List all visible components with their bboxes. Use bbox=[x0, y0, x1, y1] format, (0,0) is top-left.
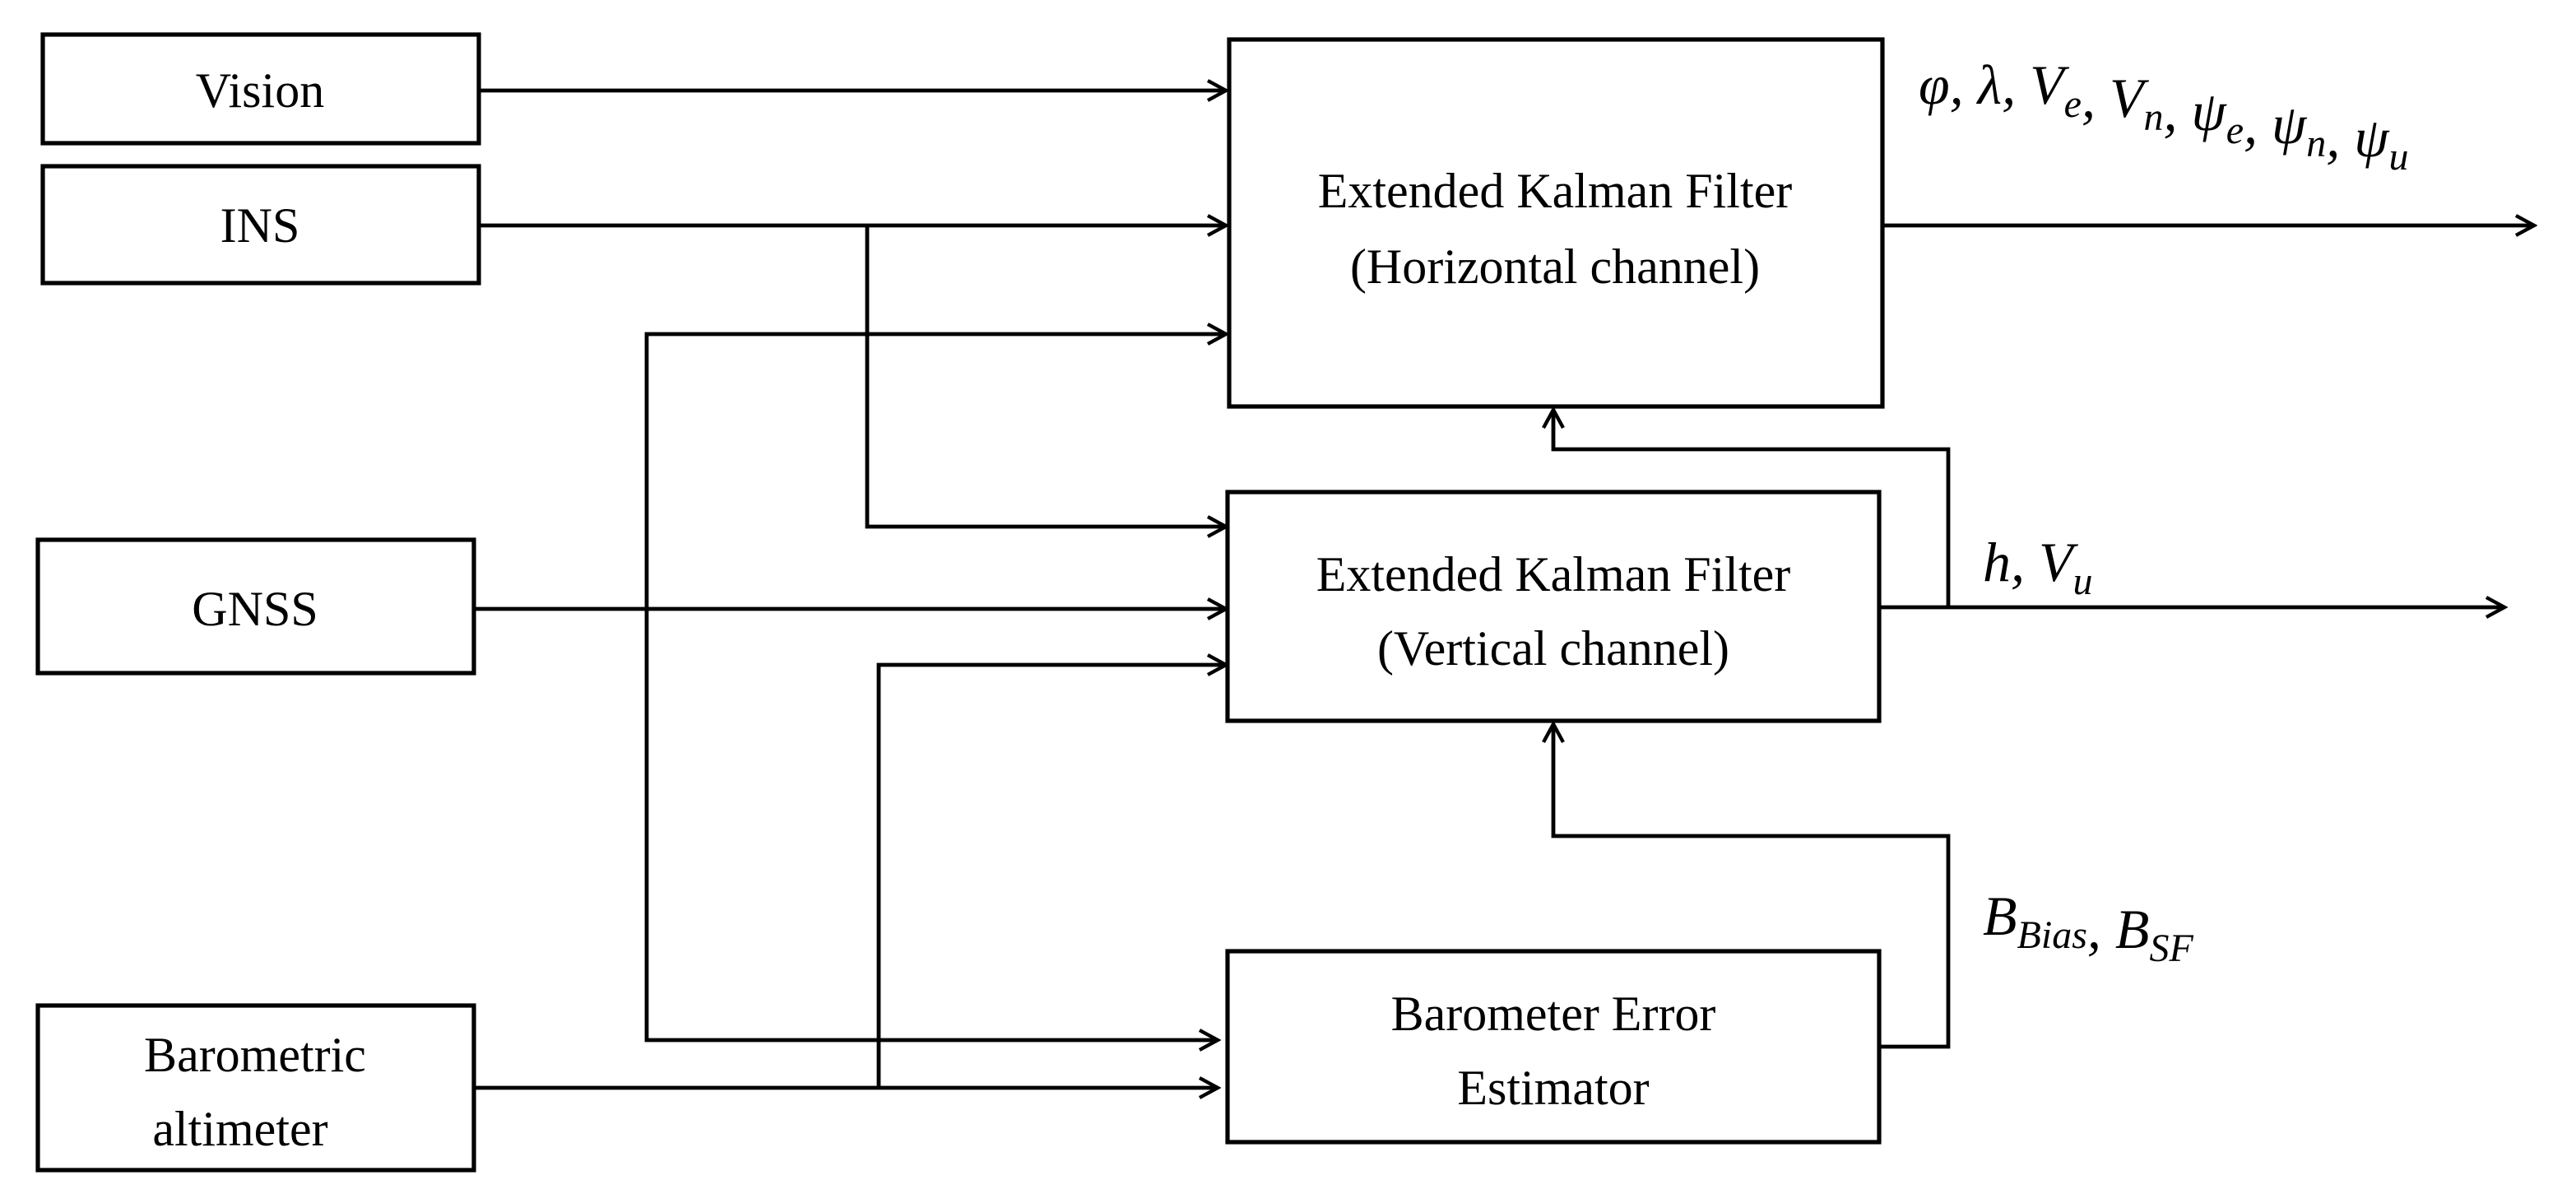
math-symbol: , B bbox=[2087, 898, 2150, 960]
math-subscript: SF bbox=[2149, 927, 2193, 970]
ekf-v-line2: (Vertical channel) bbox=[1377, 621, 1729, 676]
baro-label-line1: Barometric bbox=[144, 1028, 366, 1082]
math-symbol: , V bbox=[2082, 67, 2150, 129]
gnss-to-bee-arrow bbox=[644, 609, 1218, 1040]
math-symbol: , ψ bbox=[2326, 106, 2390, 169]
gnss-block: GNSS bbox=[35, 537, 476, 676]
math-symbol: h bbox=[1983, 531, 2011, 593]
math-symbol: , V bbox=[2002, 53, 2070, 116]
gnss-label: GNSS bbox=[192, 582, 318, 636]
ins-to-ekf-v-arrow bbox=[865, 225, 1226, 527]
ekf-v-feedback-arrow bbox=[1553, 410, 1951, 607]
vision-block: Vision bbox=[40, 32, 481, 146]
vision-label: Vision bbox=[196, 63, 324, 118]
baro-label-line2: altimeter bbox=[152, 1102, 327, 1156]
ins-block: INS bbox=[40, 164, 481, 286]
bee-to-ekf-v-arrow bbox=[1553, 724, 1951, 1049]
math-subscript: n bbox=[2306, 122, 2326, 165]
bee-line1: Barometer Error bbox=[1391, 987, 1716, 1041]
math-subscript: u bbox=[2073, 560, 2093, 603]
math-symbol: , λ bbox=[1950, 53, 2002, 116]
math-subscript: Bias bbox=[2017, 913, 2087, 957]
baro-error-outputs-label: BBias, BSF bbox=[1983, 885, 2193, 970]
math-symbol: , ψ bbox=[2163, 80, 2227, 142]
math-subscript: e bbox=[2226, 109, 2244, 152]
math-subscript: u bbox=[2389, 135, 2409, 179]
math-subscript: n bbox=[2143, 95, 2163, 139]
ekf-vertical-block: Extended Kalman Filter (Vertical channel… bbox=[1225, 490, 1882, 723]
barometer-error-estimator-block: Barometer Error Estimator bbox=[1225, 949, 1882, 1145]
barometric-altimeter-block: Barometric altimeter bbox=[35, 1003, 476, 1173]
math-symbol: B bbox=[1983, 885, 2017, 947]
ekf-h-line1: Extended Kalman Filter bbox=[1318, 164, 1793, 218]
math-symbol: , ψ bbox=[2244, 93, 2308, 156]
ekf-horizontal-block: Extended Kalman Filter (Horizontal chann… bbox=[1227, 37, 1885, 409]
math-symbol: , V bbox=[2011, 531, 2079, 593]
math-subscript: e bbox=[2064, 82, 2082, 126]
baro-to-ekf-v-arrow bbox=[876, 665, 1226, 1088]
gnss-to-ekf-h-arrow bbox=[644, 334, 1226, 609]
ekf-v-line1: Extended Kalman Filter bbox=[1316, 547, 1791, 602]
ekf-h-line2: (Horizontal channel) bbox=[1350, 239, 1760, 294]
math-symbol: φ bbox=[1919, 53, 1950, 116]
bee-line2: Estimator bbox=[1457, 1061, 1649, 1115]
ins-label: INS bbox=[220, 198, 300, 253]
vertical-outputs-label: h, Vu bbox=[1983, 531, 2093, 603]
horizontal-outputs-label: φ, λ, Ve, Vn, ψe, ψn, ψu bbox=[1919, 53, 2409, 179]
